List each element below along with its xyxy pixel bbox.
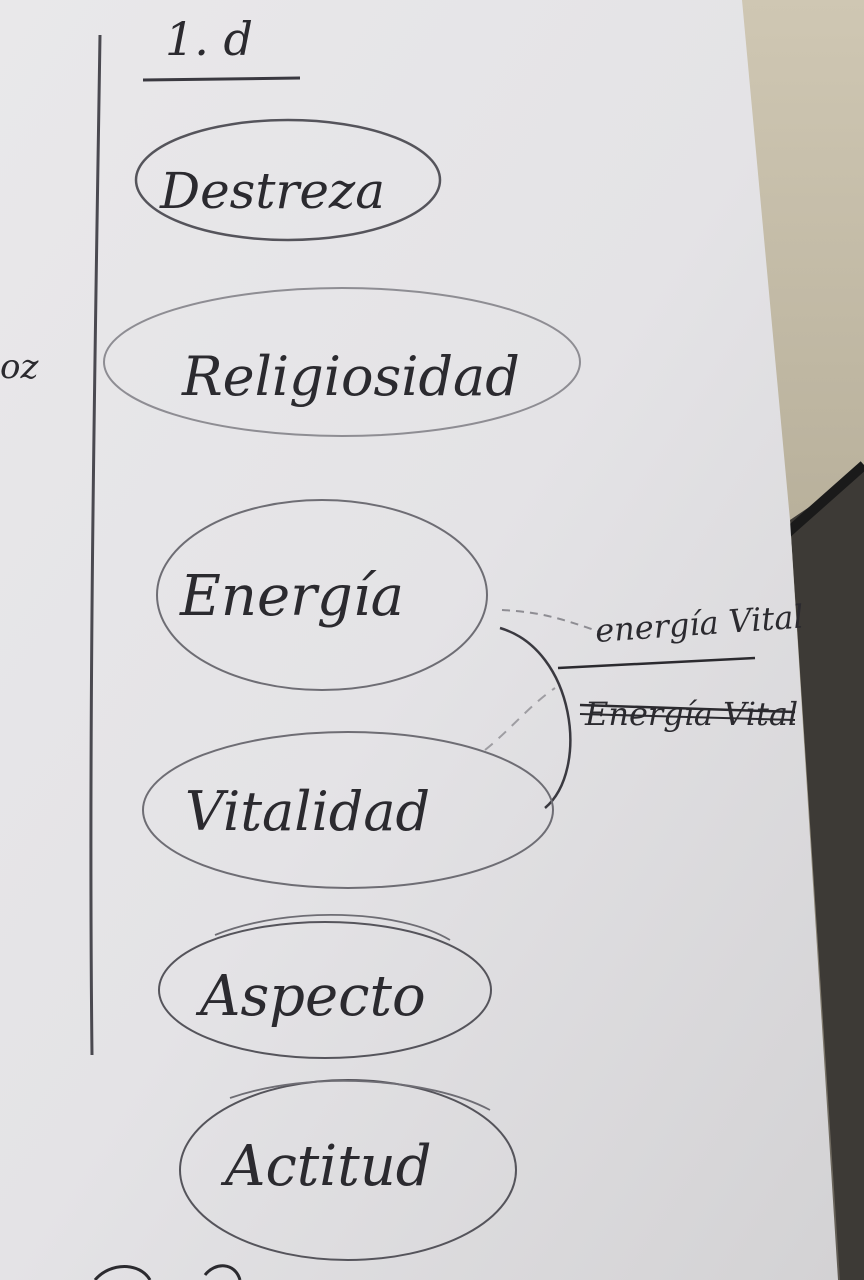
dashed-connector-top <box>501 609 601 633</box>
word-vitalidad: Vitalidad <box>185 780 430 843</box>
connector-arc <box>499 626 572 809</box>
margin-line <box>89 34 102 1056</box>
word-actitud: Actitud <box>220 1134 432 1199</box>
word-ellipse-religiosidad <box>103 287 581 437</box>
side-note-crossed: Energía Vital <box>584 695 798 733</box>
word-ellipse-energia <box>156 499 488 691</box>
word-aspecto: Aspecto <box>195 964 426 1029</box>
dashed-connector-bottom <box>484 687 556 751</box>
cable-line <box>781 461 864 539</box>
ellipse-stroke-actitud <box>229 1079 491 1111</box>
bottom-fragment <box>93 1264 242 1280</box>
word-destreza: Destreza <box>159 162 385 220</box>
word-religiosidad: Religiosidad <box>181 345 520 408</box>
heading-text: 1. d <box>165 12 253 66</box>
paper-sheet <box>0 0 838 1280</box>
side-note-underline <box>557 656 756 670</box>
heading-underline <box>142 76 301 82</box>
ellipse-stroke-aspecto <box>214 913 451 941</box>
margin-fragment: oz <box>0 347 39 387</box>
strike-line-1 <box>579 703 796 714</box>
word-ellipse-aspecto <box>158 921 492 1059</box>
strike-line-2 <box>579 713 796 721</box>
word-energia: Energía <box>179 564 404 629</box>
word-ellipse-vitalidad <box>142 731 554 889</box>
shadow-area <box>790 470 864 1280</box>
word-ellipse-destreza <box>134 118 442 242</box>
